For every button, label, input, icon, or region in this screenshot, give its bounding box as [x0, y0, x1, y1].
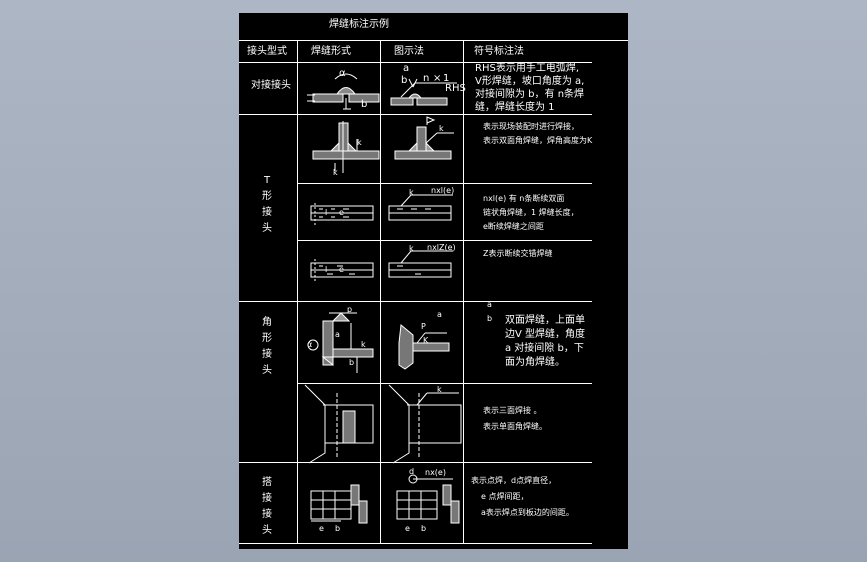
t2-label-l: l [325, 208, 328, 217]
label-n: n [423, 73, 430, 84]
note-c1-2: 边V 型焊缝，角度 [505, 329, 586, 340]
lap-label-b2: b [421, 524, 427, 533]
note-butt-2: V形焊缝，坡口角度为 a, [475, 76, 585, 87]
note-t2-1: nxl(e) 有 n条断续双面 [483, 194, 565, 203]
c1-label-k: k [361, 340, 366, 349]
chain-weld-form-drawing [310, 203, 374, 225]
lap-label-d: d [409, 467, 415, 476]
butt-weld-illustration [390, 78, 457, 106]
table-linework [239, 40, 628, 544]
t2-label-nxl: nxl(e) [431, 186, 455, 195]
note-butt-3: 对接间隙为 b，有 n条焊 [475, 89, 585, 100]
corner-weld-form-drawing [307, 312, 374, 373]
lap-label-e2: e [405, 524, 410, 533]
staggered-weld-illustration [388, 250, 453, 278]
label-rhs: RHS [445, 83, 466, 94]
col-header-weld-form: 焊缝形式 [311, 46, 351, 57]
t1-label-k: k [357, 138, 362, 147]
joint-label-lap: 搭接接头 [262, 477, 272, 536]
joint-label-butt: 对接接头 [251, 80, 291, 91]
note-c1-4: 面为角焊缝。 [505, 357, 565, 368]
note-t2-3: e断续焊缝之间距 [483, 222, 544, 231]
note-c1-1: 双面焊缝，上面单 [505, 315, 585, 326]
c1-label-k2: K [423, 336, 429, 345]
t-fillet-form-drawing [312, 121, 380, 173]
c1-label-alpha: α [307, 340, 313, 349]
col-header-illustration: 图示法 [394, 46, 424, 57]
lap-joint-illustration [396, 474, 460, 524]
label-b: b [401, 75, 408, 86]
label-times: × [433, 73, 442, 84]
three-side-weld-illustration [388, 384, 462, 464]
note-t1-1: 表示现场装配时进行焊接， [483, 122, 579, 131]
sheet-title: 焊缝标注示例 [329, 19, 389, 30]
t3-label-k: k [409, 244, 414, 253]
note-butt-1: RHS表示用手工电弧焊, [475, 63, 579, 74]
note-t3-1: Z表示断续交错焊缝 [483, 249, 553, 258]
t3-label-nxlz: nxlZ(e) [427, 243, 456, 252]
col-header-symbol: 符号标注法 [474, 46, 524, 57]
c1-label-p: p [347, 305, 353, 314]
t1-label-k3: k [439, 124, 444, 133]
label-a: a [403, 63, 410, 74]
c1-label-b: b [349, 358, 355, 367]
t3-label-l: l [325, 265, 328, 274]
c1-label-p2: P [421, 322, 426, 331]
note-c2-1: 表示三面焊接 。 [483, 406, 542, 415]
note-c1-3: a 对接间隙 b，下 [505, 343, 584, 354]
label-one: 1 [443, 73, 450, 84]
note-t2-2: 链状角焊缝，1 焊缝长度， [483, 208, 579, 217]
lap-label-nxe: nx(e) [425, 468, 446, 477]
c2-label-k: k [437, 385, 442, 394]
c1-label-a2: a [437, 310, 442, 319]
label-angle: α [339, 68, 346, 79]
t2-label-e: e [339, 208, 344, 217]
lap-label-b: b [335, 524, 341, 533]
note-butt-4: 缝，焊缝长度为 1 [475, 102, 555, 113]
t1-label-k2: k [333, 168, 338, 177]
t-fillet-illustration [394, 116, 454, 160]
chain-weld-illustration [388, 194, 453, 221]
lap-label-e: e [319, 524, 324, 533]
butt-weld-form-drawing [307, 73, 380, 110]
three-side-weld-form-drawing [304, 384, 374, 464]
note-c2-2: 表示单面角焊缝。 [483, 422, 547, 431]
lap-joint-form-drawing [310, 484, 368, 524]
note-lap-3: a表示焊点到板边的间距。 [481, 508, 574, 517]
staggered-weld-form-drawing [310, 259, 374, 281]
c1-label-a: a [335, 330, 340, 339]
joint-label-t: T形接头 [262, 175, 272, 234]
note-lap-1: 表示点焊，d点焊直径， [471, 476, 557, 485]
note-t1-2: 表示双面角焊缝，焊角高度为K [483, 136, 593, 145]
note-lap-2: e 点焊间距， [481, 492, 529, 501]
c1-label-b2: b [487, 314, 493, 323]
t2-label-k: k [409, 188, 414, 197]
col-header-joint-type: 接头型式 [247, 46, 287, 57]
corner-weld-illustration [398, 324, 450, 370]
label-gap: b [361, 99, 368, 110]
joint-label-corner: 角形接头 [262, 317, 272, 376]
c1-label-a3: a [487, 300, 492, 309]
t3-label-e: e [339, 265, 344, 274]
drawing-sheet: 焊缝标注示例 接头型式 焊缝形式 图示法 符号标注法 对接接头 α b a b … [239, 13, 628, 549]
